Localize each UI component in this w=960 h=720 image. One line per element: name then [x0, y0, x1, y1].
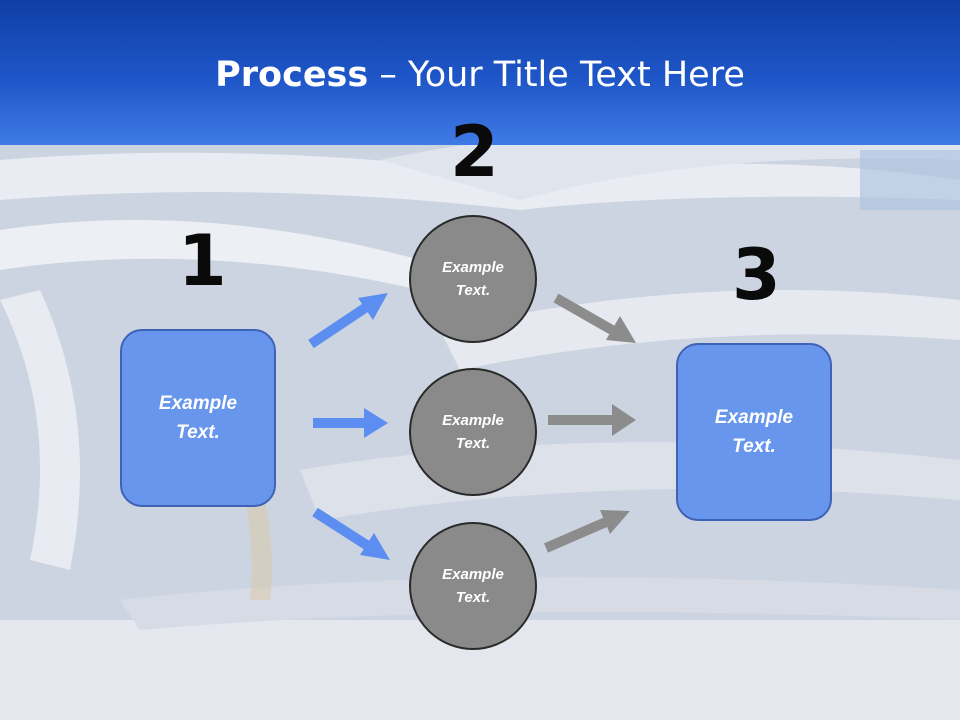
- circle-bottom-line2: Text.: [455, 589, 491, 606]
- circle-middle-line1: Example: [442, 412, 504, 429]
- circle-top-line1: Example: [442, 259, 504, 276]
- start-box: Example Text.: [120, 329, 276, 507]
- start-box-line2: Text.: [176, 422, 220, 443]
- step-number-1: 1: [178, 220, 227, 302]
- process-circle-top: Example Text.: [409, 215, 537, 343]
- step-number-2: 2: [450, 111, 499, 193]
- step-number-3: 3: [732, 234, 781, 316]
- end-box: Example Text.: [676, 343, 832, 521]
- title-bold: Process: [215, 55, 369, 95]
- start-box-line1: Example: [158, 393, 238, 414]
- blue-arrow-down: [312, 507, 390, 560]
- process-circle-bottom: Example Text.: [409, 522, 537, 650]
- blue-arrow-up: [308, 293, 388, 349]
- gray-arrow-up: [544, 510, 630, 553]
- blue-arrow-right: [313, 408, 388, 438]
- gray-arrow-right: [548, 404, 636, 436]
- gray-arrow-down: [553, 293, 636, 343]
- circle-bottom-line1: Example: [442, 566, 504, 583]
- process-circle-middle: Example Text.: [409, 368, 537, 496]
- circle-top-line2: Text.: [455, 282, 491, 299]
- slide-title: Process – Your Title Text Here: [0, 54, 960, 96]
- end-box-line2: Text.: [732, 436, 776, 457]
- title-rest: – Your Title Text Here: [368, 55, 745, 95]
- end-box-line1: Example: [714, 407, 794, 428]
- circle-middle-line2: Text.: [455, 435, 491, 452]
- title-banner: Process – Your Title Text Here: [0, 0, 960, 145]
